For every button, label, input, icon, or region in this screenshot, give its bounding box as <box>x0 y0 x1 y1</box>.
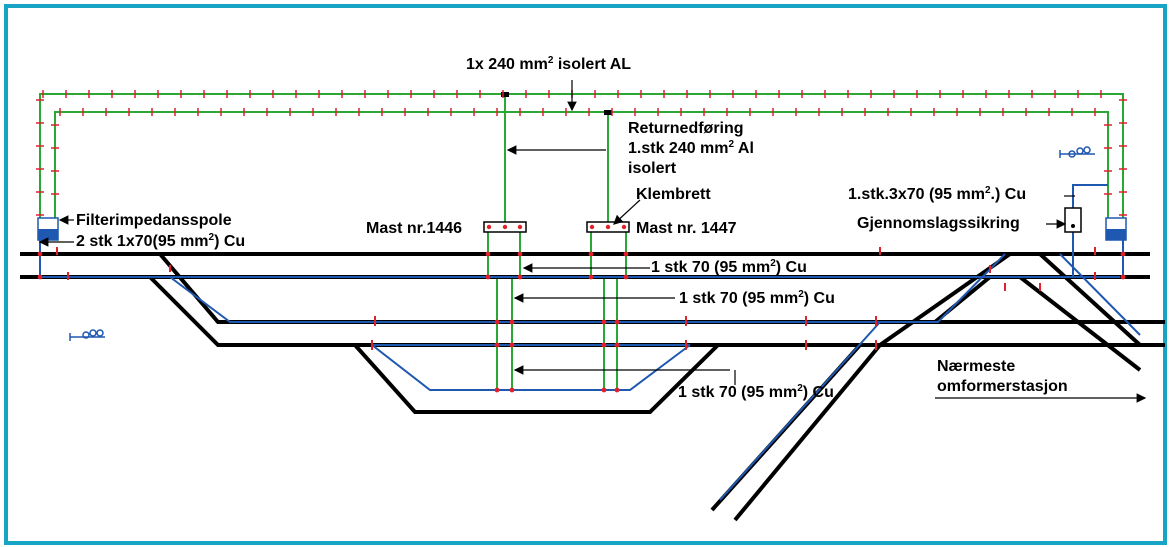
leader-arrows <box>38 80 1147 403</box>
mast-1447 <box>586 221 630 233</box>
spark-gap-box <box>1064 207 1082 233</box>
mast-1447-label: Mast nr. 1447 <box>636 220 737 237</box>
diagram-frame <box>4 4 1167 545</box>
rail-connection-points <box>37 251 1126 393</box>
spark-gap-label: Gjennomslagssikring <box>857 215 1020 232</box>
return-title-label: Returnedføring <box>628 120 744 137</box>
feeder-drop-points <box>501 92 612 115</box>
return-cable-label: 1.stk 240 mm2 Al <box>628 139 754 158</box>
cable-label-1: 1 stk 70 (95 mm2) Cu <box>651 258 807 277</box>
cable-label-2: 1 stk 70 (95 mm2) Cu <box>679 289 835 308</box>
nearest-station-label-2: omformerstasjon <box>937 378 1068 395</box>
right-cu-cable-label: 1.stk.3x70 (95 mm2.) Cu <box>848 185 1027 204</box>
filter-impedance-box-left <box>37 217 59 241</box>
return-insulated-label: isolert <box>628 160 677 177</box>
filter-impedance-label: Filterimpedansspole <box>76 212 232 229</box>
filter-impedance-box-right <box>1105 217 1127 241</box>
mast-1446-label: Mast nr.1446 <box>366 220 463 237</box>
return-current-path <box>39 184 1141 501</box>
signal-icon-left <box>69 329 105 341</box>
insulated-rail-joints <box>56 247 1096 350</box>
signal-icon-right <box>1059 146 1095 158</box>
nearest-station-label-1: Nærmeste <box>937 358 1016 375</box>
cable-label-3: 1 stk 70 (95 mm2) Cu <box>678 383 834 402</box>
left-cu-cable-label: 2 stk 1x70(95 mm2) Cu <box>76 232 246 251</box>
klembrett-label: Klembrett <box>636 186 711 203</box>
top-feeder-label: 1x 240 mm2 isolert AL <box>466 55 632 74</box>
mast-1446 <box>483 221 527 233</box>
